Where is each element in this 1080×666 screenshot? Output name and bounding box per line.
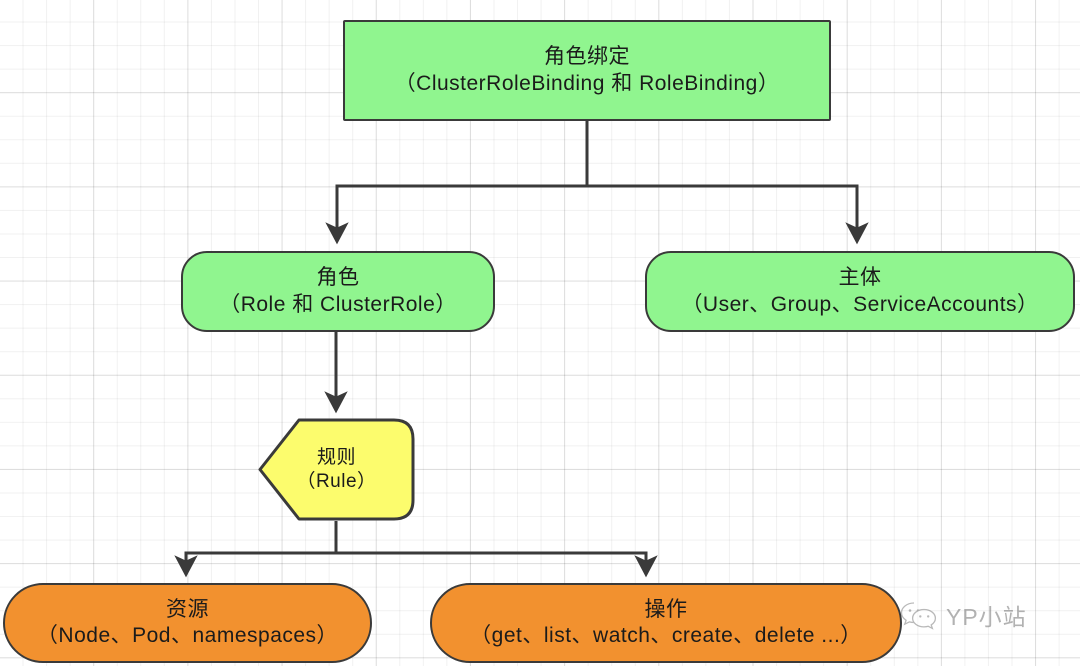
node-verbs-title: 操作 — [644, 597, 688, 621]
edge-rolebinding-to-role — [325, 121, 589, 245]
watermark-text: YP小站 — [946, 604, 1027, 630]
node-role-binding-subtitle: （ClusterRoleBinding 和 RoleBinding） — [394, 71, 780, 95]
watermark: YP小站 — [900, 598, 1027, 632]
node-rule-subtitle: （Rule） — [296, 470, 377, 492]
rule-pentagon-shape — [258, 418, 415, 521]
node-role-title: 角色 — [316, 266, 360, 290]
node-subject-title: 主体 — [838, 266, 882, 290]
node-resource[interactable]: 资源 （Node、Pod、namespaces） — [3, 583, 372, 663]
node-subject[interactable]: 主体 （User、Group、ServiceAccounts） — [645, 251, 1075, 332]
node-role[interactable]: 角色 （Role 和 ClusterRole） — [181, 251, 495, 332]
node-role-binding[interactable]: 角色绑定 （ClusterRoleBinding 和 RoleBinding） — [343, 20, 831, 121]
edge-rule-to-verbs — [336, 551, 658, 578]
node-rule[interactable]: 规则 （Rule） — [258, 418, 415, 521]
node-verbs[interactable]: 操作 （get、list、watch、create、delete ...） — [430, 583, 902, 663]
node-resource-subtitle: （Node、Pod、namespaces） — [36, 624, 339, 647]
node-role-binding-title: 角色绑定 — [544, 45, 630, 69]
edge-rolebinding-to-subject — [587, 184, 869, 245]
node-resource-title: 资源 — [166, 597, 209, 621]
edge-rule-to-resource — [174, 521, 338, 578]
node-rule-title: 规则 — [316, 446, 356, 468]
wechat-icon — [900, 602, 937, 630]
node-role-subtitle: （Role 和 ClusterRole） — [219, 292, 457, 316]
node-verbs-subtitle: （get、list、watch、create、delete ...） — [470, 624, 862, 647]
node-subject-subtitle: （User、Group、ServiceAccounts） — [681, 292, 1039, 316]
